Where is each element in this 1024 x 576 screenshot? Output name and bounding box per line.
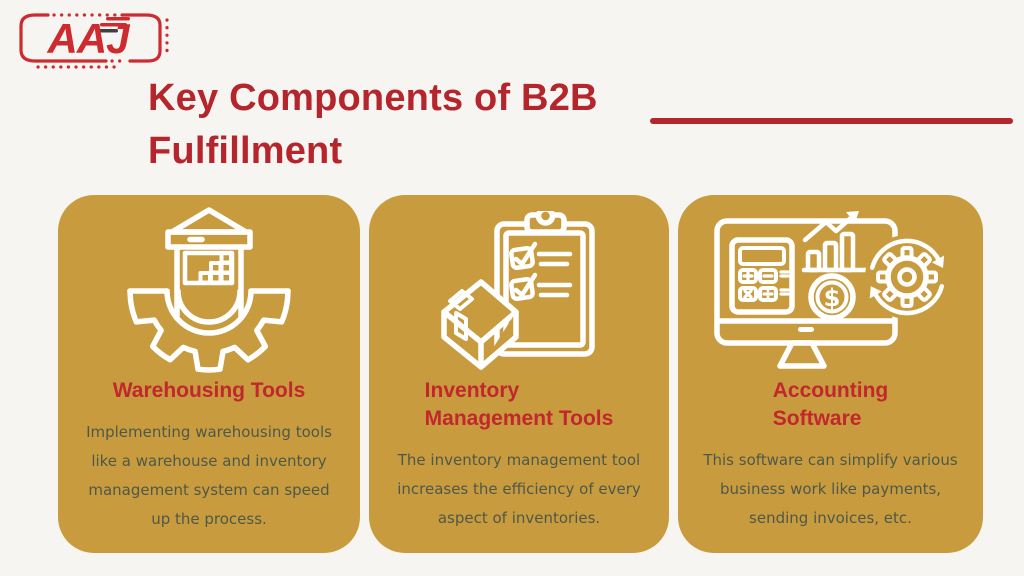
stacked-box <box>208 271 222 285</box>
card2-title-line2: Management Tools <box>424 407 614 430</box>
calculator-key-multiply <box>737 286 758 302</box>
monitor-button <box>797 327 814 332</box>
warehouse-band <box>164 229 253 250</box>
logo-border-right <box>120 13 162 63</box>
title-underline <box>650 118 1013 124</box>
inventory-clipboard-box-icon <box>441 211 595 370</box>
page-title-line2: Fulfillment <box>148 130 343 172</box>
aaj-logo-graphic: AAJ <box>19 13 169 69</box>
accounting-software-icon: $ <box>713 211 949 369</box>
divide-dot <box>766 289 769 293</box>
card1-body: Implementing warehousing tools like a wa… <box>86 423 332 528</box>
warehouse-roof <box>168 207 249 235</box>
card1-title: Warehousing Tools <box>113 377 306 405</box>
gear-body <box>884 255 929 299</box>
card3-icon-wrap: $ <box>678 205 983 377</box>
cradle-inner-arc <box>174 288 243 325</box>
warehouse-gear-icon <box>126 207 291 373</box>
calculator-display <box>737 246 786 266</box>
sync-arrow-top-head <box>931 255 944 268</box>
sync-arrow-bottom-head <box>869 286 882 299</box>
chart-bar <box>822 240 838 273</box>
coin-inner <box>815 280 848 314</box>
card-accounting-software: $ Accounting Software This sof <box>678 195 983 553</box>
sync-gear <box>875 246 938 308</box>
checkbox <box>509 245 535 271</box>
card3-body: This software can simplify various busin… <box>703 451 958 527</box>
growth-arrow-head <box>845 211 859 223</box>
sync-arrow-bottom <box>873 284 944 316</box>
growth-arrow-line <box>802 214 854 243</box>
dollar-symbol: $ <box>823 284 840 312</box>
package-tape-top <box>448 289 474 311</box>
card2-body: The inventory management tool increases … <box>397 451 641 527</box>
card3-title: Accounting Software <box>773 377 889 433</box>
stacked-box <box>219 271 233 285</box>
package-tape-front <box>454 311 468 341</box>
card2-icon-wrap <box>369 205 669 377</box>
monitor-stand <box>776 340 827 369</box>
page-title-line1: Key Components of B2B <box>148 77 598 119</box>
card2-title: Inventory Management Tools <box>425 377 614 433</box>
calculator-key-plus <box>737 268 758 284</box>
calculator-key-minus <box>757 268 778 284</box>
multiply-glyph <box>742 289 753 299</box>
gear-hole <box>896 267 917 287</box>
card1-title-line1: Warehousing Tools <box>112 379 306 402</box>
checkbox <box>509 276 535 302</box>
checkmark <box>513 241 538 267</box>
logo-text: AAJ <box>46 15 131 62</box>
card1-icon-wrap <box>58 205 360 377</box>
page-title: Key Components of B2B Fulfillment <box>148 72 598 178</box>
speed-line-3 <box>96 29 118 33</box>
equals-glyphs <box>778 270 790 296</box>
card3-title-line2: Software <box>772 407 862 430</box>
card2-title-line1: Inventory <box>424 379 520 402</box>
clipboard-clip-bump <box>535 211 556 226</box>
calculator-key-divide <box>757 286 778 302</box>
card-inventory-management-tools: Inventory Management Tools The inventory… <box>369 195 669 553</box>
chart-bar <box>839 231 855 273</box>
gear-body <box>126 288 291 373</box>
stacked-box <box>198 271 212 285</box>
package-right-face <box>478 309 519 370</box>
plus-glyph <box>741 270 754 282</box>
speed-line-2 <box>100 23 127 27</box>
aaj-logo: AAJ <box>10 6 172 70</box>
speed-line-1 <box>106 17 130 21</box>
calculator <box>728 237 795 315</box>
checkmark <box>513 272 538 298</box>
coin-outer <box>807 273 856 321</box>
card-warehousing-tools: Warehousing Tools Implementing warehousi… <box>58 195 360 553</box>
divide-dot <box>766 295 769 299</box>
logo-border-left <box>19 13 108 63</box>
chart-bar <box>805 249 821 273</box>
card3-title-line1: Accounting <box>772 379 889 402</box>
cradle-outer-arc <box>163 288 254 336</box>
sync-arrow-top <box>869 238 940 270</box>
